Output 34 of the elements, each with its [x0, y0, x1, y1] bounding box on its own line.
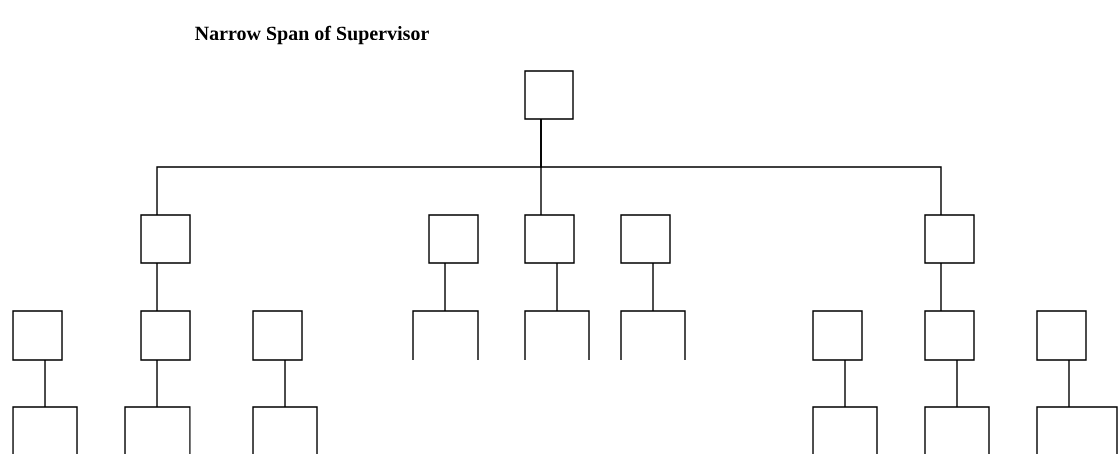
org-box — [524, 70, 574, 120]
title: Narrow Span of Supervisor — [195, 25, 429, 45]
connector-line — [44, 359, 46, 408]
open-box — [620, 310, 686, 361]
connector-line — [156, 262, 158, 312]
connector-line — [284, 359, 286, 408]
open-box — [924, 406, 990, 454]
connector-line — [444, 262, 446, 312]
open-box — [412, 310, 479, 361]
org-box — [924, 214, 975, 264]
open-box — [812, 406, 878, 454]
org-box — [812, 310, 863, 361]
open-box — [252, 406, 318, 454]
org-box — [924, 310, 975, 361]
connector-line — [1068, 359, 1070, 408]
connector-line — [956, 359, 958, 408]
org-box — [140, 214, 191, 264]
connector-line — [156, 359, 158, 408]
open-box — [524, 310, 590, 361]
connector-line — [540, 118, 942, 216]
org-box — [428, 214, 479, 264]
open-box — [124, 406, 191, 454]
connector-line — [940, 262, 942, 312]
org-box — [252, 310, 303, 361]
open-box — [1036, 406, 1118, 454]
org-box — [12, 310, 63, 361]
open-box — [12, 406, 78, 454]
org-box — [140, 310, 191, 361]
org-box — [524, 214, 575, 264]
connector-line — [556, 262, 558, 312]
org-box — [620, 214, 671, 264]
org-box — [1036, 310, 1087, 361]
connector-line — [844, 359, 846, 408]
connector-line — [652, 262, 654, 312]
